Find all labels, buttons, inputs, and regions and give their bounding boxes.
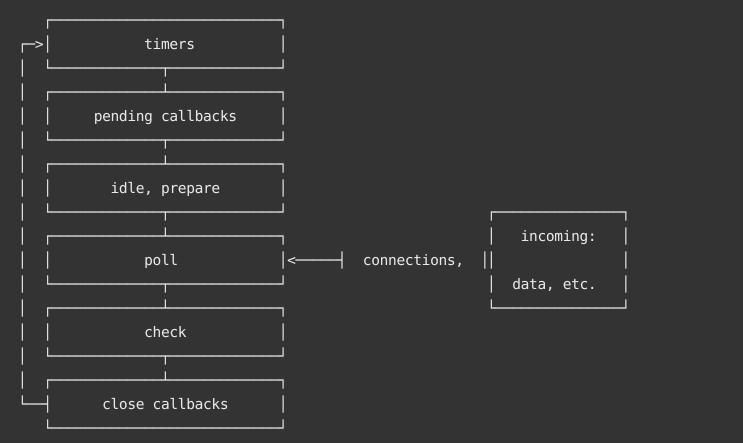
incoming-io-box: ┌───────────────┐ │ incoming: │ │ │ │ da… [487,205,630,317]
event-loop-phase-diagram: ┌───────────────────────────┐ ┌─>│ timer… [18,13,489,437]
